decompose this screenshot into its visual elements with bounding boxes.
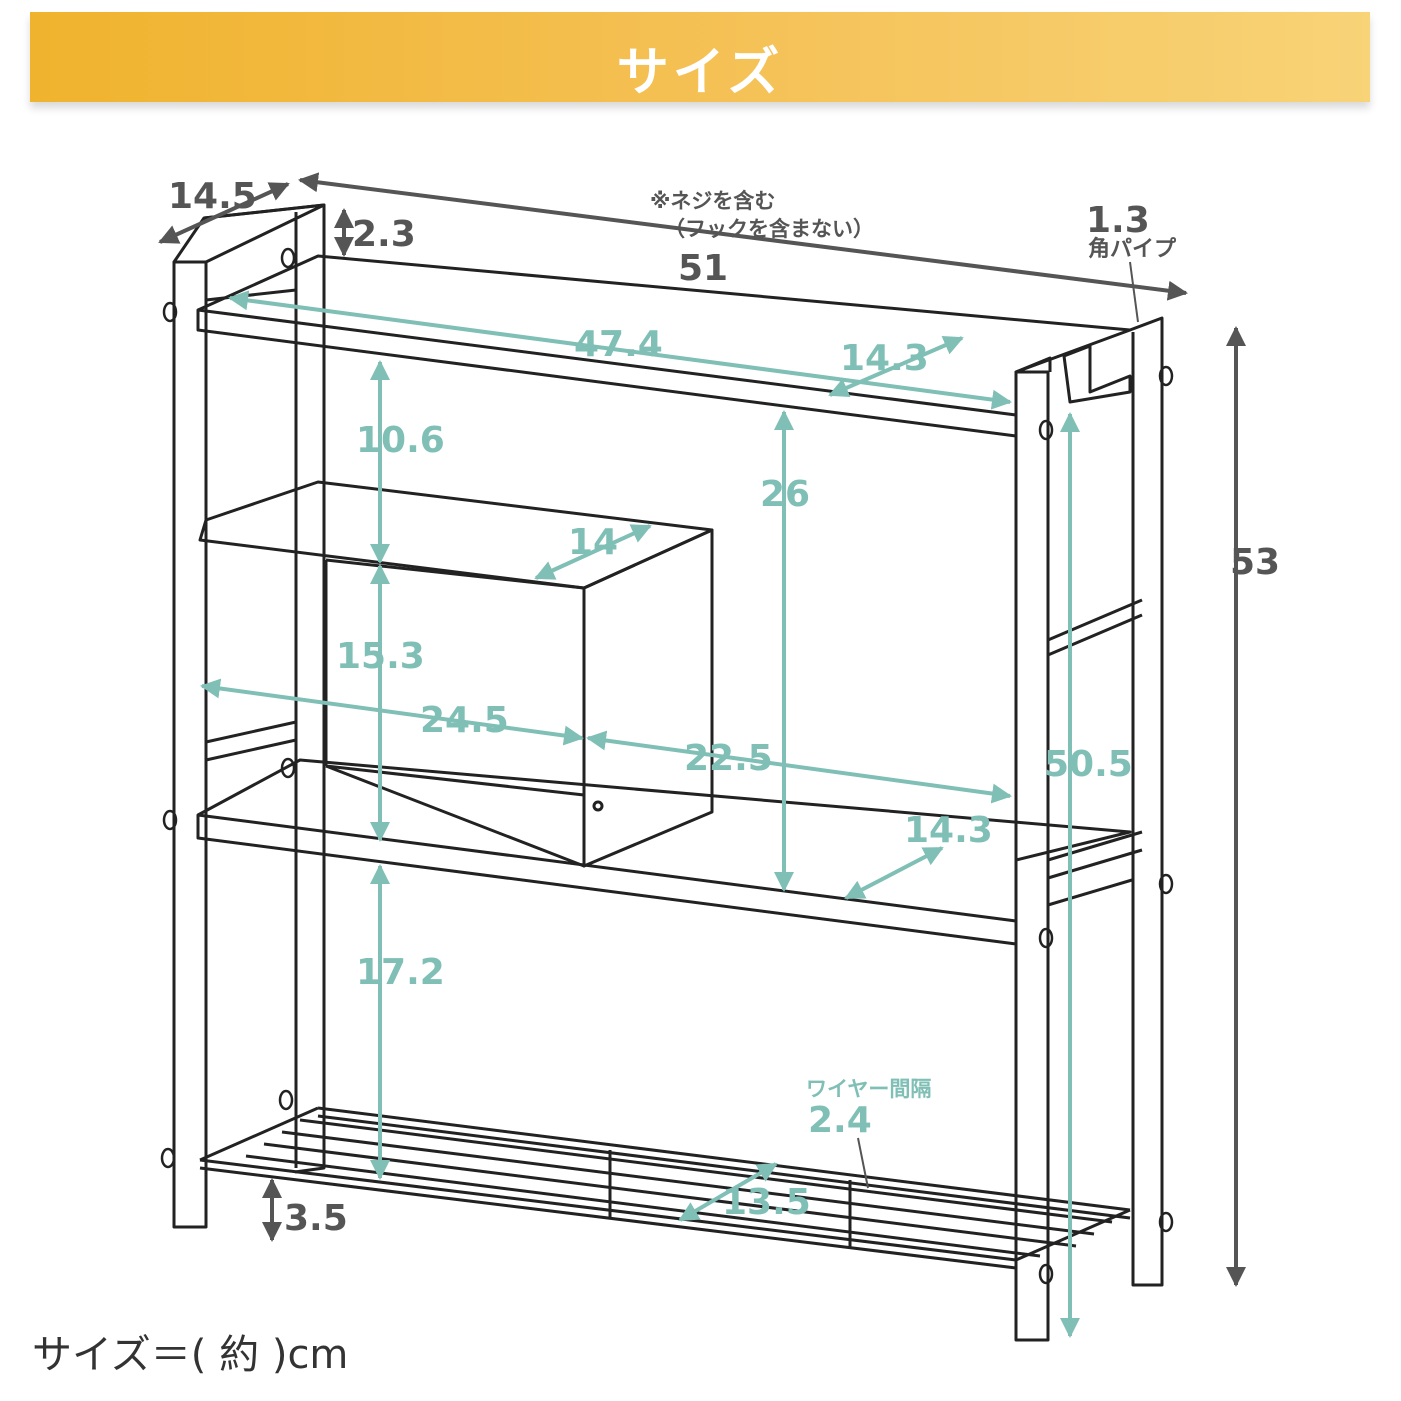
divider-box xyxy=(582,528,714,868)
label-wire-gap-title: ワイヤー間隔 xyxy=(806,1077,931,1101)
label-inner-height: 50.5 xyxy=(1044,744,1133,785)
page-title: サイズ xyxy=(616,43,784,103)
back-right-post xyxy=(1129,316,1164,1287)
unit-note: サイズ＝( 約 )cm xyxy=(32,1332,349,1378)
lower-shelf xyxy=(196,758,1132,946)
label-width-total: 51 xyxy=(678,248,728,289)
arrow-top-shelf-depth xyxy=(828,335,964,398)
label-hook-note: （フックを含まない） xyxy=(664,217,874,241)
arrow-right-width xyxy=(586,730,1012,804)
label-box-height: 15.3 xyxy=(336,636,425,677)
middle-half-shelf xyxy=(198,480,714,590)
label-top-gap: 10.6 xyxy=(356,420,445,461)
label-depth-total: 14.5 xyxy=(168,176,257,217)
pipe-leader xyxy=(1129,261,1139,323)
label-screw-note: ※ネジを含む xyxy=(650,189,775,213)
label-middle-shelf-depth: 14.3 xyxy=(904,810,993,851)
hook xyxy=(1062,344,1132,404)
label-right-width: 22.5 xyxy=(684,738,773,779)
label-bottom-gap: 17.2 xyxy=(356,952,445,993)
arrow-left-width xyxy=(200,678,584,746)
label-pipe-size: 1.3 xyxy=(1086,200,1150,241)
label-height-total: 53 xyxy=(1230,542,1280,583)
arrow-rack-depth xyxy=(678,1162,778,1222)
arrow-depth-total xyxy=(158,182,290,244)
front-right-post xyxy=(1014,370,1050,1342)
front-left-post xyxy=(172,260,208,1229)
title-banner: サイズ xyxy=(30,12,1370,103)
arrow-middle-shelf-depth xyxy=(844,846,944,900)
label-top-shelf-depth: 14.3 xyxy=(840,338,929,379)
dimension-labels: 14.5 ※ネジを含む （フックを含まない） 51 2.3 1.3 角パイプ 5… xyxy=(168,176,1280,1239)
bolts xyxy=(160,247,1174,1285)
label-wire-gap: 2.4 xyxy=(808,1100,872,1141)
arrow-box-depth xyxy=(534,524,652,580)
label-left-width: 24.5 xyxy=(420,700,509,741)
label-pipe: 角パイプ xyxy=(1088,236,1177,262)
label-foot-height: 3.5 xyxy=(284,1198,348,1239)
dimension-lines xyxy=(158,172,1246,1338)
top-shelf xyxy=(196,254,1132,438)
label-right-gap: 26 xyxy=(760,474,810,515)
wire-rack xyxy=(199,1106,1131,1270)
label-top-shelf-width: 47.4 xyxy=(574,324,663,365)
wire-gap-leader xyxy=(857,1137,869,1189)
arrow-width-total xyxy=(298,172,1188,301)
label-post-top: 2.3 xyxy=(352,214,416,255)
label-rack-depth: 13.5 xyxy=(722,1182,811,1223)
label-box-depth: 14 xyxy=(568,522,618,563)
shelf-frame xyxy=(160,203,1174,1342)
